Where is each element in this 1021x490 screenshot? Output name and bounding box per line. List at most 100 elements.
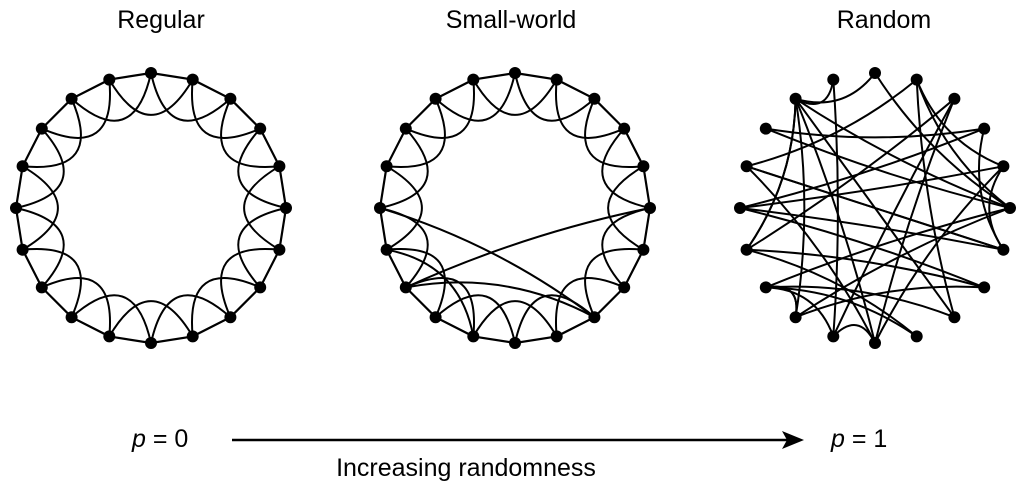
network-node bbox=[910, 330, 923, 343]
lattice-edge bbox=[472, 300, 558, 337]
title-small-world: Small-world bbox=[445, 6, 577, 34]
title-regular: Regular bbox=[117, 6, 205, 34]
network-node bbox=[35, 122, 48, 135]
lattice-edge bbox=[584, 247, 644, 318]
network-node bbox=[740, 160, 753, 173]
random-edge bbox=[832, 324, 876, 344]
network-node bbox=[380, 243, 393, 256]
random-edge bbox=[765, 127, 985, 139]
network-node bbox=[869, 337, 881, 349]
network-node bbox=[224, 311, 237, 324]
network-node bbox=[550, 73, 563, 86]
random-edge bbox=[832, 79, 839, 337]
network-node bbox=[429, 92, 442, 105]
lattice-edge bbox=[237, 207, 287, 289]
lattice-edge bbox=[237, 127, 287, 209]
network-node bbox=[869, 67, 881, 79]
lattice-edge bbox=[150, 294, 232, 344]
network-node bbox=[35, 281, 48, 294]
network-node bbox=[254, 281, 267, 294]
random-edge bbox=[915, 79, 1011, 209]
lattice-edge bbox=[601, 207, 651, 289]
lattice-edge bbox=[434, 294, 516, 344]
lattice-edge bbox=[243, 165, 280, 251]
lattice-edge bbox=[554, 277, 625, 337]
random-edge bbox=[915, 79, 956, 318]
network-node bbox=[637, 160, 650, 173]
lattice-edge bbox=[434, 72, 516, 122]
network-node bbox=[997, 160, 1010, 173]
random-edge bbox=[795, 207, 1011, 319]
network-node bbox=[618, 122, 631, 135]
network-node bbox=[910, 73, 923, 86]
network-node bbox=[644, 202, 656, 214]
random-edge bbox=[988, 165, 1005, 251]
lattice-edge bbox=[514, 72, 596, 122]
network-node bbox=[734, 202, 746, 214]
lattice-edge bbox=[108, 79, 194, 116]
random-edge bbox=[746, 248, 985, 289]
network-node bbox=[65, 92, 78, 105]
network-node bbox=[16, 160, 29, 173]
random-edge bbox=[739, 207, 1004, 251]
network-node bbox=[65, 311, 78, 324]
network-node bbox=[273, 243, 286, 256]
network-node bbox=[467, 330, 480, 343]
network-node bbox=[588, 92, 601, 105]
random-edge bbox=[795, 72, 876, 104]
network-node bbox=[827, 73, 840, 86]
network-node bbox=[10, 202, 22, 214]
network-node bbox=[637, 243, 650, 256]
lattice-edge bbox=[190, 277, 261, 337]
network-node bbox=[16, 243, 29, 256]
network-node bbox=[509, 337, 521, 349]
random-edge bbox=[765, 207, 1011, 289]
network-node bbox=[467, 73, 480, 86]
lattice-edge bbox=[386, 98, 446, 169]
lattice-edge bbox=[190, 79, 261, 139]
lattice-edge bbox=[405, 79, 476, 139]
lattice-edge bbox=[22, 98, 82, 169]
regular-network bbox=[10, 67, 292, 349]
lattice-edge bbox=[379, 127, 429, 209]
network-node bbox=[103, 73, 116, 86]
network-node bbox=[618, 281, 631, 294]
network-node bbox=[186, 330, 199, 343]
lattice-edge bbox=[22, 165, 59, 251]
network-node bbox=[399, 281, 412, 294]
lattice-edge bbox=[220, 98, 280, 169]
title-random: Random bbox=[836, 6, 932, 34]
random-edge bbox=[745, 165, 876, 344]
network-node bbox=[1004, 202, 1016, 214]
random-edge bbox=[739, 127, 985, 209]
lattice-edge bbox=[601, 127, 651, 209]
network-node bbox=[978, 281, 991, 294]
network-node bbox=[380, 160, 393, 173]
network-node bbox=[509, 67, 521, 79]
lattice-edge bbox=[41, 277, 112, 337]
lattice-edge bbox=[70, 72, 152, 122]
lattice-edge bbox=[386, 165, 423, 251]
network-node bbox=[588, 311, 601, 324]
network-node bbox=[978, 122, 991, 135]
arrow-caption: Increasing randomness bbox=[336, 454, 596, 482]
lattice-edge bbox=[386, 247, 446, 318]
lattice-edge bbox=[607, 165, 644, 251]
network-node bbox=[145, 337, 157, 349]
lattice-edge bbox=[15, 207, 65, 289]
random-edge bbox=[874, 72, 1011, 209]
lattice-edge bbox=[584, 98, 644, 169]
network-node bbox=[550, 330, 563, 343]
network-node bbox=[254, 122, 267, 135]
network-node bbox=[429, 311, 442, 324]
network-node bbox=[789, 311, 802, 324]
network-node bbox=[740, 243, 753, 256]
network-node bbox=[948, 311, 961, 324]
lattice-edge bbox=[22, 247, 82, 318]
ring-edge bbox=[378, 71, 652, 345]
lattice-edge bbox=[554, 79, 625, 139]
lattice-edge bbox=[220, 247, 280, 318]
rewired-edge bbox=[405, 281, 595, 319]
random-edge bbox=[832, 98, 956, 337]
